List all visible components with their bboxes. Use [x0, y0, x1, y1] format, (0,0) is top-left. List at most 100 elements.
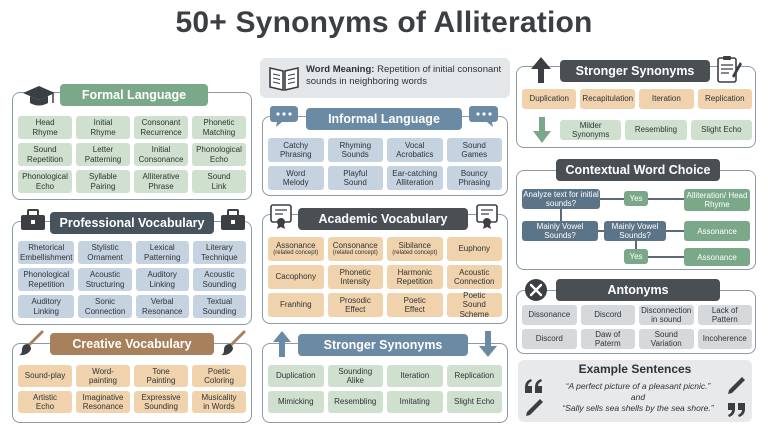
flow-connector — [600, 198, 624, 200]
stronger_top-chip: Iteration — [639, 89, 694, 109]
example-sentence-2: “Sally sells sea shells by the sea shore… — [562, 403, 714, 413]
related-concept-note: (related concept) — [392, 250, 438, 257]
chip-label: Consonance — [332, 240, 378, 250]
academic-chip: Assonance(related concept) — [268, 237, 324, 261]
chip-label: Head Rhyme — [32, 118, 58, 137]
stronger-synonyms-row-2: Milder Synonyms Resembling Slight Echo — [560, 120, 752, 140]
chip-label: Incoherence — [702, 334, 747, 344]
chip-label: Sound Link — [207, 172, 231, 191]
chip-label: Literary Technique — [201, 243, 238, 262]
flow-connector — [635, 241, 637, 249]
chip-label: Tone Painting — [146, 366, 176, 386]
chip-label: Initial Consonance — [138, 145, 184, 164]
chip-label: Artistic Echo — [33, 392, 57, 412]
arrow-up-dark-icon — [531, 57, 551, 83]
chip-label: Ear-catching Alliteration — [392, 168, 438, 188]
stronger_mid-chip: Replication — [446, 365, 502, 387]
professional-chip: Rhetorical Embellishment — [18, 241, 75, 264]
formal-chip: Sound Link — [192, 170, 246, 193]
stronger_mid-chip: Mimicking — [268, 391, 324, 413]
chip-label: Sonic Connection — [84, 297, 126, 316]
chip-label: Prosodic Effect — [339, 295, 371, 315]
chip-label: Assonance — [275, 240, 316, 250]
professional-chip: Verbal Resonance — [135, 295, 189, 318]
chip-label: Cacophony — [275, 272, 316, 282]
arrow-up-icon — [273, 331, 291, 357]
professional-chip: Textual Sounding — [192, 295, 246, 318]
creative-chip: Expressive Sounding — [134, 391, 188, 413]
chip-label: Rhetorical Embellishment — [20, 243, 73, 262]
close-quote-icon — [728, 403, 745, 417]
academic-chip: Sibilance(related concept) — [387, 237, 443, 261]
chip-label: Euphony — [458, 244, 491, 254]
professional-vocabulary-header: Professional Vocabulary — [50, 212, 214, 234]
chip-label: Lack of Pattern — [711, 305, 738, 325]
chip-label: Bouncy Phrasing — [458, 168, 491, 188]
informal-chip: Rhyming Sounds — [327, 138, 383, 162]
stronger_mid-chip: Duplication — [268, 365, 324, 387]
certificate-icon-right — [476, 204, 498, 229]
stronger_top-chip: Slight Echo — [690, 120, 752, 140]
related-concept-note: (related concept) — [332, 250, 378, 257]
stronger-synonyms-header-middle: Stronger Synonyms — [298, 334, 468, 356]
antonyms-header: Antonyms — [556, 279, 720, 301]
example-sentences-title: Example Sentences — [578, 362, 692, 376]
chip-label: Sounding Alike — [338, 366, 373, 386]
antonyms-chip: Discord — [580, 305, 635, 325]
chip-label: Phonetic Intensity — [339, 267, 371, 287]
flow-connector — [648, 198, 684, 200]
chip-label: Letter Patterning — [84, 145, 122, 164]
creative-chip: Musicality in Words — [192, 391, 246, 413]
flow-connector — [648, 256, 684, 258]
chip-label: Duplication — [275, 371, 316, 381]
informal-chip: Ear-catching Alliteration — [387, 166, 443, 190]
related-concept-note: (related concept) — [273, 250, 319, 257]
open-quote-icon — [525, 379, 542, 393]
informal-chip: Playful Sound — [327, 166, 383, 190]
chip-label: Rhyming Sounds — [339, 140, 372, 160]
chip-label: Word- painting — [88, 366, 118, 386]
professional-chip: Literary Technique — [192, 241, 246, 264]
arrow-down-icon — [479, 331, 497, 357]
chip-label: Resembling — [634, 125, 678, 135]
academic-chip: Consonance(related concept) — [327, 237, 383, 261]
chip-label: Iteration — [400, 371, 430, 381]
creative-vocabulary-header: Creative Vocabulary — [50, 333, 214, 355]
creative-chip: Sound-play — [18, 365, 72, 387]
chip-label: Harmonic Repetition — [396, 267, 433, 287]
professional-chip: Auditory Linking — [18, 295, 75, 318]
antonyms-chip: Discord — [522, 329, 577, 349]
chip-label: Imaginative Resonance — [82, 392, 124, 412]
stronger_top-chip: Milder Synonyms — [560, 120, 622, 140]
chip-label: Slight Echo — [701, 125, 742, 135]
creative-chip: Artistic Echo — [18, 391, 72, 413]
chip-label: Mimicking — [277, 397, 314, 407]
briefcase-icon-left — [21, 209, 45, 230]
formal-chip: Phonetic Matching — [192, 116, 246, 139]
chip-label: Consonant Recurrence — [140, 118, 182, 137]
academic-chip: Acoustic Connection — [446, 265, 502, 289]
chip-label: Sound Variation — [650, 329, 682, 349]
meaning-text: Word Meaning: Repetition of initial cons… — [306, 64, 506, 88]
flow-result-assonance-2: Assonance — [684, 248, 750, 266]
formal-chip: Phonological Echo — [192, 143, 246, 166]
chip-label: Phonological Echo — [196, 145, 242, 164]
chip-label: Textual Sounding — [202, 297, 237, 316]
formal-chip: Consonant Recurrence — [134, 116, 188, 139]
informal-chip: Sound Games — [446, 138, 502, 162]
chip-label: Poetic Coloring — [204, 366, 234, 386]
stronger_mid-chip: Imitating — [387, 391, 443, 413]
academic-vocabulary-header: Academic Vocabulary — [298, 208, 468, 230]
chip-label: Verbal Resonance — [141, 297, 183, 316]
antonyms-chip: Dissonance — [522, 305, 577, 325]
formal-chip: Alliterative Phrase — [134, 170, 188, 193]
pencil-icon-right — [728, 377, 745, 394]
graduation-cap-icon — [23, 86, 55, 106]
open-book-icon — [269, 66, 299, 92]
certificate-icon-left — [270, 204, 292, 229]
flow-result-assonance-1: Assonance — [684, 221, 750, 241]
speech-bubbles-icon-right — [469, 106, 498, 127]
speech-bubbles-icon-left — [270, 106, 298, 127]
chip-label: Sibilance — [398, 240, 431, 250]
